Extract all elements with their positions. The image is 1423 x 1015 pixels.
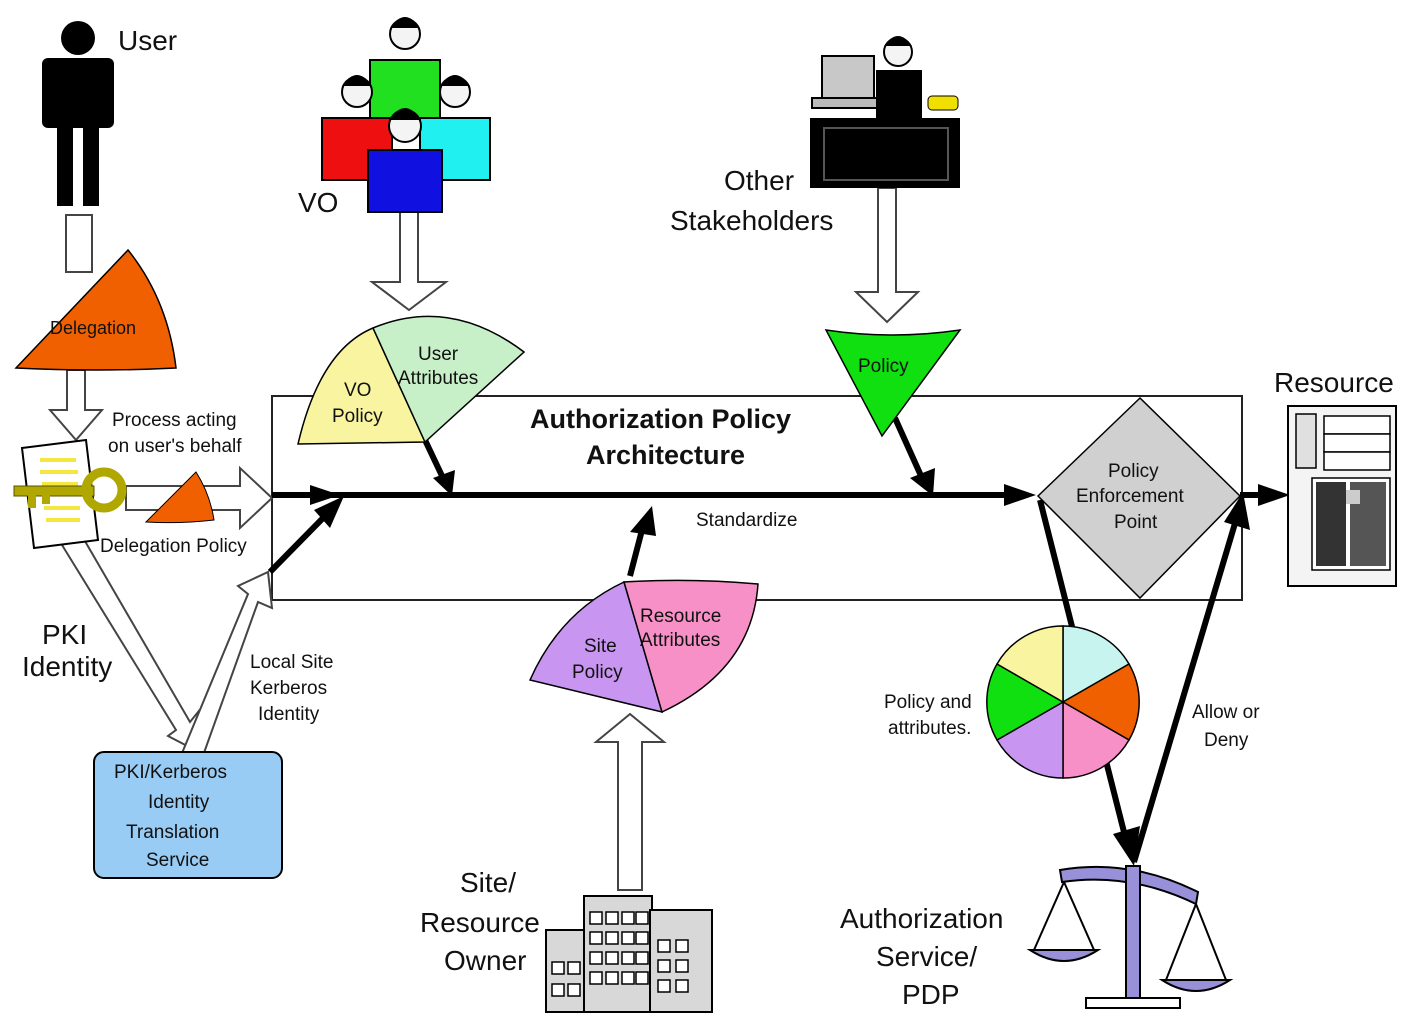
user-to-delegation-arrow bbox=[65, 214, 93, 273]
pa-line1: Policy and bbox=[884, 692, 972, 713]
pki-service-line3: Translation bbox=[126, 822, 219, 843]
key-certificate-icon bbox=[13, 438, 127, 550]
group-icon bbox=[321, 17, 491, 213]
pep-to-resource-head bbox=[1258, 484, 1290, 506]
user-attr-line1: User bbox=[418, 344, 459, 365]
process-label-line1: Process acting bbox=[112, 410, 237, 431]
pki-identity-line1: PKI bbox=[42, 619, 87, 650]
kerberos-line1: Local Site bbox=[250, 652, 333, 673]
pdp-to-pep-head bbox=[1224, 492, 1250, 530]
owner-line1: Site/ bbox=[460, 867, 516, 898]
site-policy-head bbox=[630, 506, 656, 536]
pa-line2: attributes. bbox=[888, 718, 971, 739]
site-policy-shape bbox=[528, 580, 664, 714]
pki-service-line2: Identity bbox=[148, 792, 210, 813]
site-policy-line2: Policy bbox=[572, 662, 623, 683]
person-icon bbox=[42, 21, 114, 206]
owner-line3: Owner bbox=[444, 945, 526, 976]
policy-head bbox=[910, 468, 935, 496]
site-policy-line1: Site bbox=[584, 636, 617, 657]
building-icon bbox=[545, 895, 713, 1013]
resource-attributes-shape bbox=[623, 579, 759, 714]
delegation-shape bbox=[14, 248, 177, 371]
pep-line3: Point bbox=[1114, 512, 1158, 533]
delegation-label: Delegation bbox=[50, 318, 136, 338]
server-icon bbox=[1287, 405, 1397, 587]
title-line1: Authorization Policy bbox=[530, 404, 791, 434]
site-policy-to-flow bbox=[627, 529, 645, 577]
res-attr-line1: Resource bbox=[640, 606, 721, 627]
user-label: User bbox=[118, 25, 177, 56]
user-attributes-shape bbox=[371, 315, 526, 444]
kerberos-identity-arrow bbox=[178, 570, 274, 766]
pep-shape bbox=[1036, 396, 1242, 600]
owner-line2: Resource bbox=[420, 907, 540, 938]
kerberos-line2: Kerberos bbox=[250, 678, 327, 699]
delegation-to-certificate-arrow bbox=[47, 369, 105, 442]
vo-policy-to-flow bbox=[422, 438, 446, 480]
kerberos-to-flow bbox=[267, 513, 328, 575]
allow-line1: Allow or bbox=[1192, 702, 1260, 723]
vo-to-policy-arrow bbox=[369, 211, 449, 312]
title-line2: Architecture bbox=[586, 440, 745, 470]
process-label-line2: on user's behalf bbox=[108, 436, 242, 457]
standardize-label: Standardize bbox=[696, 510, 797, 531]
authz-line1: Authorization bbox=[840, 903, 1003, 934]
delegation-policy-label: Delegation Policy bbox=[100, 536, 247, 557]
main-flow-head-1 bbox=[310, 485, 340, 505]
vo-policy-line1: VO bbox=[344, 380, 371, 401]
policy-label: Policy bbox=[858, 356, 909, 377]
kerberos-line3: Identity bbox=[258, 704, 320, 725]
pki-service-box bbox=[93, 751, 283, 879]
main-flow-head-2 bbox=[1004, 484, 1036, 506]
delegation-policy-shape bbox=[144, 471, 215, 524]
pep-line1: Policy bbox=[1108, 461, 1159, 482]
vo-policy-head bbox=[433, 470, 455, 496]
pki-service-line1: PKI/Kerberos bbox=[114, 762, 227, 783]
other-label-line2: Stakeholders bbox=[670, 205, 833, 236]
vo-policy-shape bbox=[297, 327, 427, 445]
policy-to-flow bbox=[892, 416, 925, 480]
pep-line2: Enforcement bbox=[1076, 486, 1184, 507]
policy-shape bbox=[824, 328, 962, 438]
user-attr-line2: Attributes bbox=[398, 368, 478, 389]
stakeholders-to-policy-arrow bbox=[853, 187, 921, 324]
authz-line2: Service/ bbox=[876, 941, 977, 972]
owner-to-site-policy-arrow bbox=[593, 712, 667, 891]
scales-icon bbox=[1026, 865, 1234, 1009]
res-attr-line2: Attributes bbox=[640, 630, 720, 651]
vo-policy-line2: Policy bbox=[332, 406, 383, 427]
other-label-line1: Other bbox=[724, 165, 794, 196]
pki-identity-line2: Identity bbox=[22, 651, 112, 682]
policy-attributes-pie bbox=[986, 625, 1140, 779]
authz-line3: PDP bbox=[902, 979, 960, 1010]
kerberos-head bbox=[314, 496, 344, 528]
desk-icon bbox=[810, 36, 960, 188]
allow-line2: Deny bbox=[1204, 730, 1249, 751]
vo-label: VO bbox=[298, 187, 338, 218]
resource-label: Resource bbox=[1274, 367, 1394, 398]
pdp-to-pep bbox=[1131, 519, 1239, 863]
pki-service-line4: Service bbox=[146, 850, 209, 871]
